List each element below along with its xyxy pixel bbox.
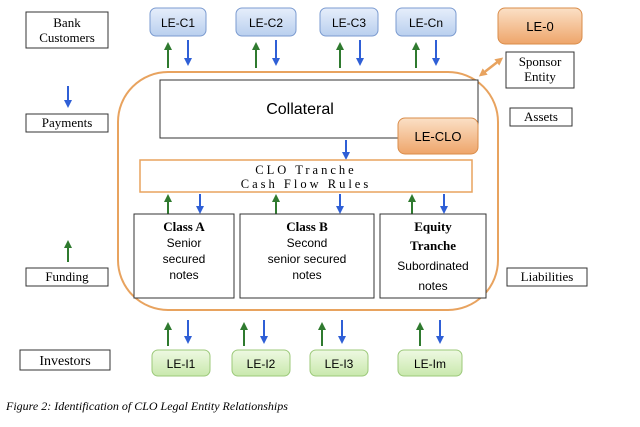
equity-tranche-box: Equity Tranche Subordinated notes (379, 213, 487, 299)
svg-text:Class B: Class B (286, 219, 328, 234)
investor-box-m: LE-Im (397, 349, 463, 377)
investor-box-3: LE-I3 (309, 349, 369, 377)
svg-text:Payments: Payments (42, 115, 93, 130)
customer-box-2: LE-C2 (235, 7, 297, 37)
class-a-box: Class A Senior secured notes (133, 213, 235, 299)
liabilities-label: Liabilities (506, 267, 588, 287)
customer-arrows (164, 40, 440, 68)
svg-text:LE-C1: LE-C1 (161, 16, 195, 30)
customer-box-3: LE-C3 (319, 7, 379, 37)
svg-text:Tranche: Tranche (410, 238, 456, 253)
sponsor-link-arrow (478, 57, 504, 77)
svg-text:LE-C3: LE-C3 (332, 16, 366, 30)
sponsor-entity-box: LE-0 (497, 7, 583, 45)
svg-text:Customers: Customers (39, 30, 95, 45)
svg-text:LE-Cn: LE-Cn (409, 16, 443, 30)
svg-text:Sponsor: Sponsor (519, 54, 562, 69)
svg-text:notes: notes (292, 268, 321, 282)
svg-text:Bank: Bank (53, 15, 81, 30)
investor-box-2: LE-I2 (231, 349, 291, 377)
svg-text:LE-CLO: LE-CLO (415, 129, 462, 144)
svg-text:Assets: Assets (524, 109, 558, 124)
assets-label: Assets (509, 107, 573, 127)
svg-text:LE-I3: LE-I3 (325, 357, 354, 371)
svg-text:Collateral: Collateral (266, 101, 334, 118)
cash-flow-rules-box: CLO Tranche Cash Flow Rules (139, 159, 473, 193)
svg-text:CLO Tranche: CLO Tranche (255, 163, 356, 177)
svg-text:Cash Flow Rules: Cash Flow Rules (241, 177, 371, 191)
svg-text:LE-I2: LE-I2 (247, 357, 276, 371)
investor-box-1: LE-I1 (151, 349, 211, 377)
svg-text:Investors: Investors (39, 354, 90, 369)
svg-text:LE-Im: LE-Im (414, 357, 446, 371)
svg-text:Subordinated: Subordinated (397, 259, 468, 273)
funding-label: Funding (25, 267, 109, 287)
svg-text:Funding: Funding (45, 269, 89, 284)
svg-text:Liabilities: Liabilities (521, 269, 574, 284)
sponsor-entity-label: Sponsor Entity (505, 51, 575, 89)
figure-caption: Figure 2: Identification of CLO Legal En… (5, 399, 288, 413)
svg-text:notes: notes (169, 268, 198, 282)
class-b-box: Class B Second senior secured notes (239, 213, 375, 299)
svg-text:Second: Second (287, 236, 328, 250)
payments-label: Payments (25, 113, 109, 133)
svg-text:secured: secured (163, 252, 206, 266)
svg-text:Class A: Class A (163, 219, 205, 234)
customer-box-1: LE-C1 (149, 7, 207, 37)
customer-box-n: LE-Cn (395, 7, 457, 37)
clo-entity-container (117, 71, 499, 311)
svg-text:notes: notes (418, 279, 447, 293)
svg-text:Equity: Equity (414, 219, 452, 234)
svg-text:Entity: Entity (524, 69, 556, 84)
tranche-arrows (164, 194, 448, 214)
bank-customers-label: Bank Customers (25, 11, 109, 49)
clo-entity-box: LE-CLO (397, 117, 479, 155)
svg-text:senior secured: senior secured (268, 252, 347, 266)
svg-text:LE-I1: LE-I1 (167, 357, 196, 371)
investors-label: Investors (19, 349, 111, 371)
svg-text:Senior: Senior (167, 236, 202, 250)
svg-text:LE-0: LE-0 (526, 19, 553, 34)
investor-arrows (164, 320, 444, 346)
svg-text:LE-C2: LE-C2 (249, 16, 283, 30)
